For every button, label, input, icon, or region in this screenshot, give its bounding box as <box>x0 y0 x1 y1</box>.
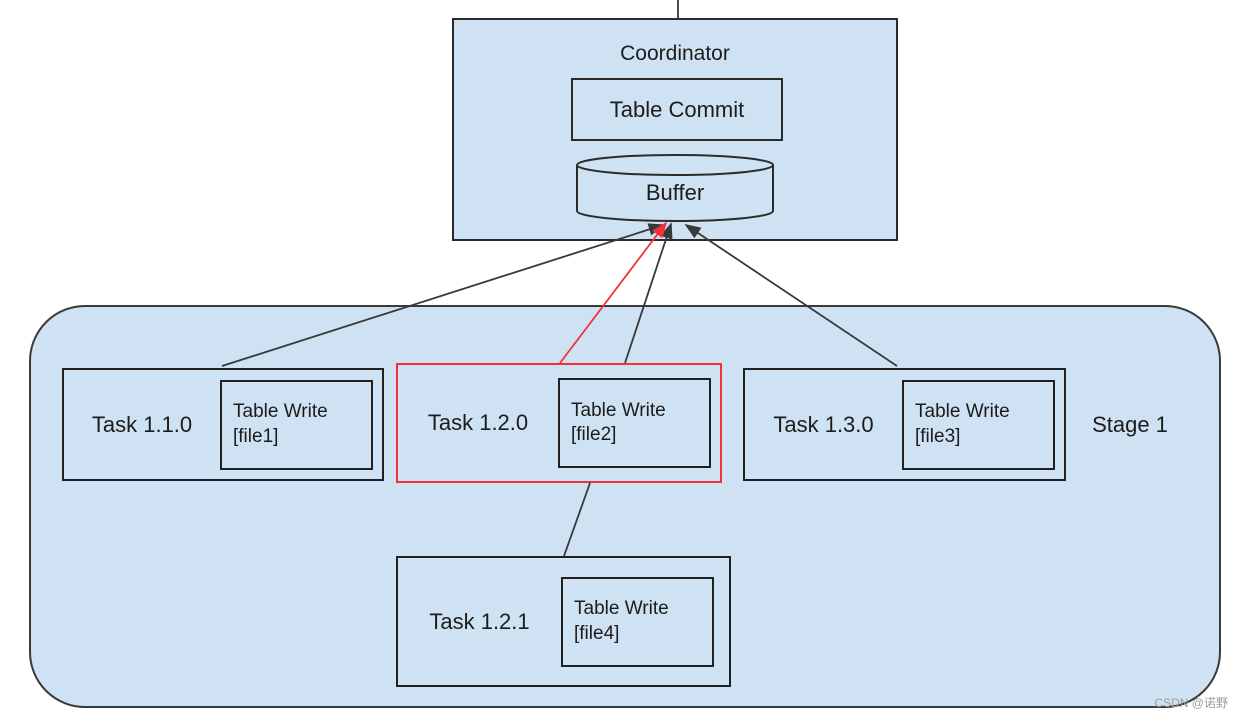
table-write-box: Table Write [file2] <box>558 378 711 468</box>
task-box-1-2-0: Task 1.2.0 Table Write [file2] <box>396 363 722 483</box>
table-commit-box: Table Commit <box>571 78 783 141</box>
table-write-box: Table Write [file3] <box>902 379 1055 470</box>
table-write-label: Table Write <box>233 401 328 423</box>
task-name: Task 1.1.0 <box>91 411 193 437</box>
table-write-file: [file1] <box>233 425 279 447</box>
table-write-label: Table Write <box>571 399 666 421</box>
coordinator-box: Coordinator Table Commit Buffer <box>452 18 898 241</box>
stage-label: Stage 1 <box>1092 412 1168 437</box>
table-write-label: Table Write <box>915 401 1010 423</box>
table-write-file: [file2] <box>571 424 617 445</box>
task-name: Task 1.2.1 <box>429 608 530 634</box>
task-box-1-3-0: Task 1.3.0 Table Write [file3] <box>743 368 1066 481</box>
table-write-file: [file4] <box>574 622 620 644</box>
table-write-box: Table Write [file4] <box>561 576 714 667</box>
task-box-1-1-0: Task 1.1.0 Table Write [file1] <box>62 368 384 481</box>
table-commit-label: Table Commit <box>609 96 745 122</box>
watermark: CSDN @诺野 <box>1154 696 1228 710</box>
coordinator-title: Coordinator <box>620 42 730 65</box>
task-name: Task 1.2.0 <box>427 410 529 435</box>
buffer-cylinder-shape <box>576 154 774 222</box>
table-write-label: Table Write <box>574 598 669 620</box>
task-name: Task 1.3.0 <box>773 411 874 437</box>
buffer-label: Buffer <box>645 180 705 205</box>
table-write-box: Table Write [file1] <box>220 379 373 470</box>
table-write-file: [file3] <box>915 425 961 447</box>
task-box-1-2-1: Task 1.2.1 Table Write [file4] <box>396 556 731 687</box>
buffer-cylinder: Buffer <box>576 154 774 222</box>
